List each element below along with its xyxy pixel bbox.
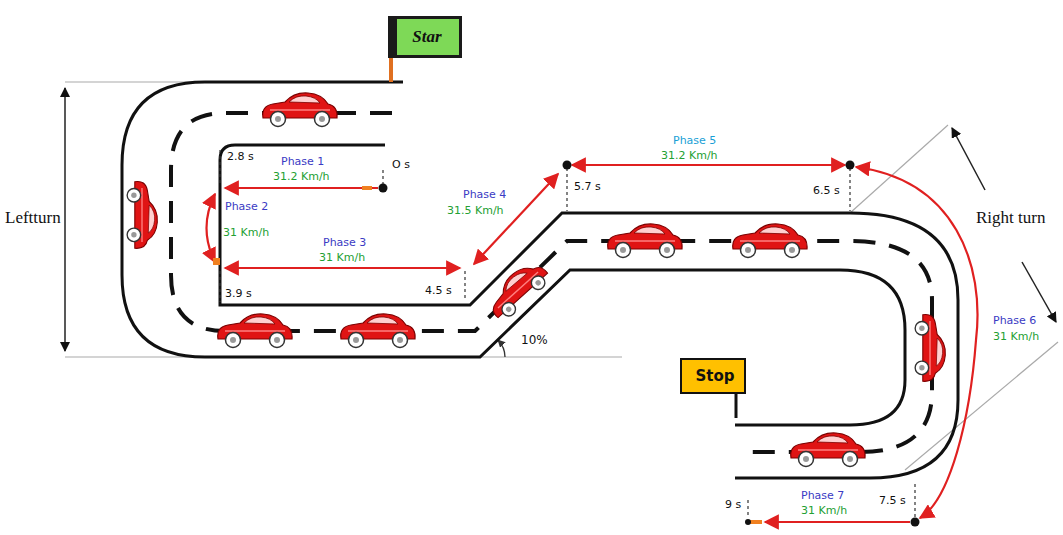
phase-label: Phase 2 — [224, 200, 269, 213]
track-border — [122, 82, 905, 425]
car — [341, 314, 415, 348]
car — [218, 314, 292, 348]
time-marker — [382, 170, 383, 184]
track-border — [220, 145, 958, 478]
speed-value: 31 Km/h — [222, 226, 270, 239]
time-mark: 3.9 s — [224, 287, 253, 300]
time-mark: 7.5 s — [878, 494, 907, 507]
phase-tip — [362, 188, 762, 522]
dimension-guides — [65, 82, 1058, 470]
slope-arc — [498, 340, 505, 357]
time-dot — [379, 161, 920, 527]
slope-value: 10% — [520, 334, 549, 347]
time-mark: 4.5 s — [424, 284, 453, 297]
car — [791, 433, 865, 467]
flag-pole — [389, 58, 393, 82]
time-dot — [911, 518, 920, 527]
car — [733, 224, 807, 258]
sign-text: Stop — [695, 367, 734, 385]
turn-label: Leftturn — [4, 208, 62, 228]
time-marker — [219, 150, 220, 185]
car — [263, 93, 337, 127]
dimension-arrow — [64, 88, 66, 351]
car — [915, 314, 945, 381]
sign-post — [735, 393, 738, 418]
track-centerline — [171, 113, 932, 452]
phase-tip — [362, 186, 372, 190]
time-dot — [563, 161, 572, 170]
time-marker — [747, 500, 748, 518]
time-marker — [220, 150, 915, 518]
phase-label: Phase 3 — [322, 236, 367, 249]
time-marker — [849, 168, 850, 211]
car — [608, 224, 682, 258]
turn-label: Right turn — [975, 208, 1046, 228]
speed-value: 31 Km/h — [992, 330, 1040, 343]
time-dot — [379, 184, 388, 193]
time-dot — [846, 161, 855, 170]
speed-value: 31.2 Km/h — [272, 170, 331, 183]
phase-label: Phase 4 — [462, 188, 507, 201]
track-border — [122, 82, 958, 478]
car — [127, 181, 157, 248]
car — [483, 256, 553, 323]
speed-value: 31 Km/h — [318, 251, 366, 264]
phase-arrow — [207, 194, 216, 262]
phase-arrow — [225, 187, 378, 189]
dimension-guides — [480, 356, 622, 357]
time-mark: 5.7 s — [573, 180, 602, 193]
turn-arrow — [1022, 262, 1056, 322]
time-mark: 9 s — [724, 498, 742, 511]
speed-value: 31 Km/h — [800, 504, 848, 517]
time-mark: 6.5 s — [812, 184, 841, 197]
phase-arrow — [765, 521, 910, 523]
turn-arrow — [952, 128, 985, 190]
time-marker — [566, 168, 567, 211]
phase-tip — [213, 258, 220, 265]
time-marker — [219, 271, 220, 302]
phase-arrow — [225, 267, 460, 269]
sign-text: Star — [412, 27, 441, 47]
phase-label: Phase 7 — [800, 489, 845, 502]
phase-arrow — [572, 164, 845, 166]
stop-sign: Stop — [680, 358, 746, 394]
car — [127, 93, 945, 467]
speed-value: 31.2 Km/h — [660, 149, 719, 162]
time-marker — [464, 271, 465, 300]
phase-label: Phase 5 — [672, 134, 717, 147]
start-flag: Star — [388, 16, 462, 58]
speed-value: 31.5 Km/h — [446, 204, 505, 217]
phase-label: Phase 1 — [280, 155, 325, 168]
phase-arrow — [207, 165, 978, 522]
time-mark: O s — [391, 158, 411, 171]
phase-label: Phase 6 — [992, 314, 1037, 327]
time-dot — [745, 519, 751, 525]
time-marker — [914, 484, 915, 518]
phase-arrow — [856, 167, 978, 518]
time-mark: 2.8 s — [226, 150, 255, 163]
